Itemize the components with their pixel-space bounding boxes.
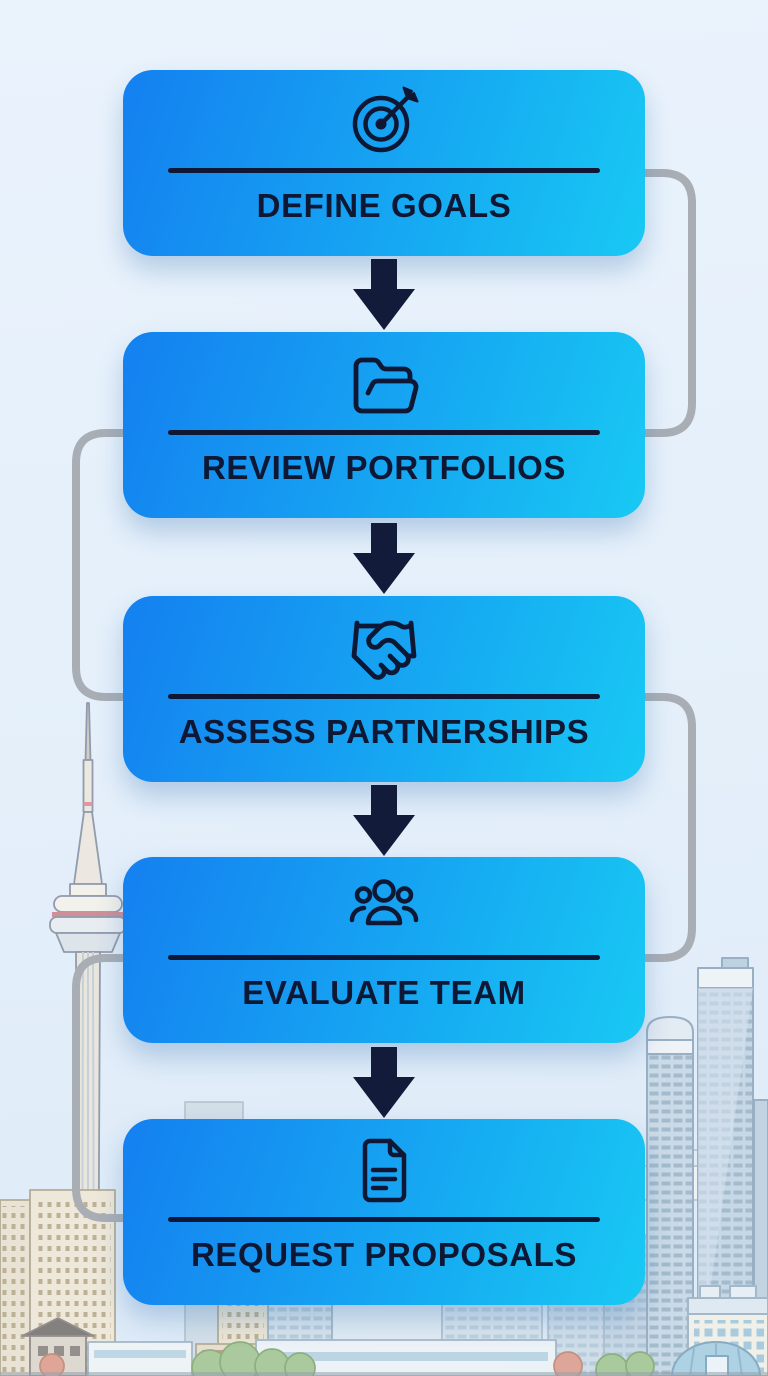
step-label: REVIEW PORTFOLIOS	[201, 449, 567, 486]
trees	[39, 1341, 655, 1376]
step-box-evaluate-team: EVALUATE TEAM	[123, 857, 645, 1043]
divider-line	[168, 168, 600, 173]
down-arrow	[353, 259, 415, 330]
divider-line	[168, 694, 600, 699]
target-icon	[346, 86, 422, 156]
connector-left-2	[72, 954, 128, 1222]
step-label: ASSESS PARTNERSHIPS	[178, 713, 590, 750]
divider-line	[168, 430, 600, 435]
down-arrow	[353, 785, 415, 856]
folder-icon	[346, 348, 422, 418]
step-label: EVALUATE TEAM	[242, 974, 526, 1011]
team-icon	[346, 873, 422, 943]
connector-right-1	[640, 169, 696, 437]
step-box-review-portfolios: REVIEW PORTFOLIOS	[123, 332, 645, 518]
divider-line	[168, 1217, 600, 1222]
down-arrow	[353, 1047, 415, 1118]
divider-line	[168, 955, 600, 960]
step-box-define-goals: DEFINE GOALS	[123, 70, 645, 256]
down-arrow	[353, 523, 415, 594]
dome-arena	[671, 1341, 761, 1376]
connector-right-2	[640, 693, 696, 962]
connector-left-1	[72, 429, 128, 701]
document-icon	[346, 1135, 422, 1205]
step-box-assess-partnerships: ASSESS PARTNERSHIPS	[123, 596, 645, 782]
step-label: DEFINE GOALS	[256, 187, 512, 224]
step-box-request-proposals: REQUEST PROPOSALS	[123, 1119, 645, 1305]
handshake-icon	[346, 612, 422, 682]
step-label: REQUEST PROPOSALS	[190, 1236, 578, 1273]
